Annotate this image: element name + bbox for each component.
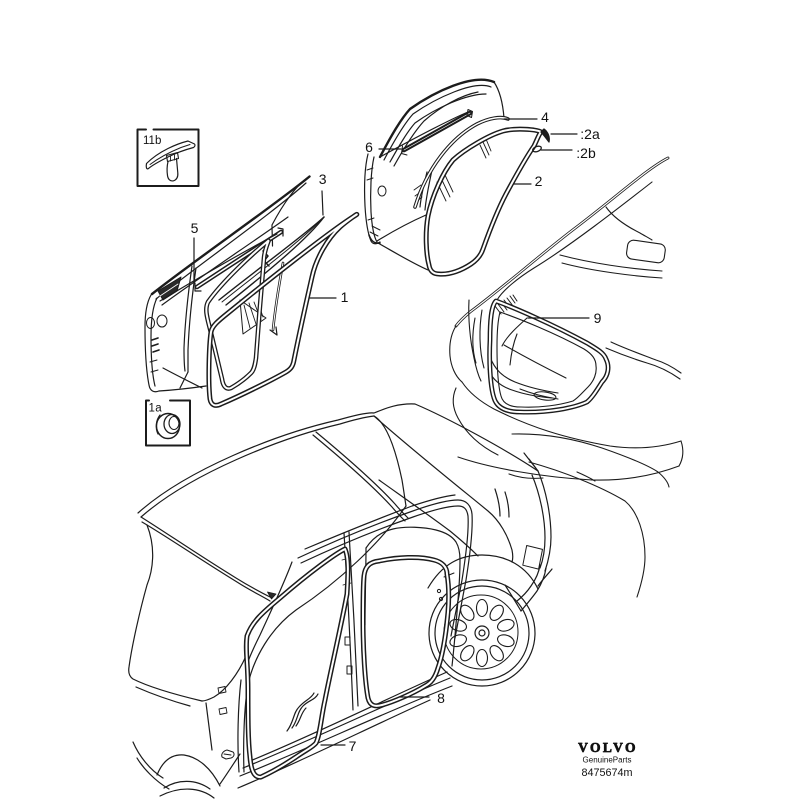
svg-text:1a: 1a	[149, 403, 163, 415]
svg-text:VOLVO: VOLVO	[578, 740, 638, 755]
svg-text:GenuineParts: GenuineParts	[583, 756, 632, 765]
svg-text:7: 7	[349, 738, 357, 754]
svg-text:3: 3	[319, 171, 327, 187]
svg-text:9: 9	[594, 310, 602, 326]
svg-text:8475674m: 8475674m	[581, 767, 632, 779]
svg-text:2: 2	[535, 173, 543, 189]
svg-text:8: 8	[437, 690, 445, 706]
svg-text:5: 5	[191, 220, 199, 236]
svg-text::2b: :2b	[576, 145, 596, 161]
svg-text:11b: 11b	[143, 135, 161, 147]
svg-text:6: 6	[365, 139, 373, 155]
svg-text:4: 4	[541, 109, 549, 125]
svg-text::2a: :2a	[580, 126, 600, 142]
svg-text:1: 1	[341, 289, 349, 305]
